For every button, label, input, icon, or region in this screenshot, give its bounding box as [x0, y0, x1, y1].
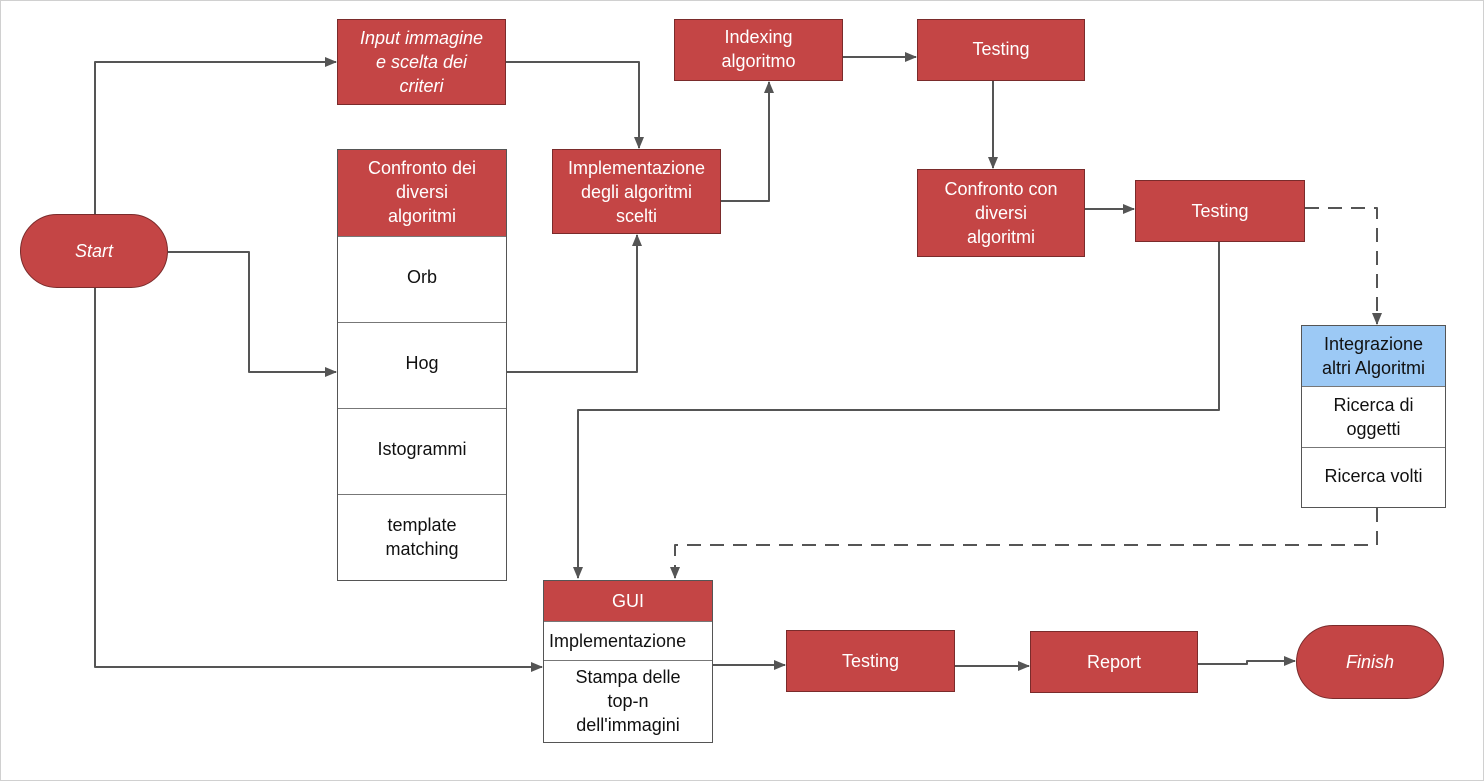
- edge-testing-2-to-integrazione: [1305, 207, 1382, 325]
- implementazione-node[interactable]: Implementazione degli algoritmi scelti: [552, 149, 721, 234]
- start-node[interactable]: Start: [20, 214, 168, 288]
- edge-start-to-gui: [94, 288, 543, 672]
- edge-hog-to-implementazione: [506, 234, 642, 373]
- testing-node-2[interactable]: Testing: [1135, 180, 1305, 242]
- confronto-con-node[interactable]: Confronto con diversi algoritmi: [917, 169, 1085, 257]
- edge-start-to-hog: [168, 251, 337, 377]
- feature-row-ricerca-oggetti[interactable]: Ricerca di oggetti: [1302, 387, 1445, 448]
- edge-integrazione-to-gui: [670, 508, 1378, 579]
- algorithm-row-istogrammi[interactable]: Istogrammi: [338, 409, 506, 495]
- gui-row-stampa-top-n[interactable]: Stampa delle top-n dell'immagini: [575, 667, 681, 735]
- input-immagine-node[interactable]: Input immagine e scelta dei criteri: [337, 19, 506, 105]
- algorithm-row-hog[interactable]: Hog: [338, 323, 506, 409]
- gui-table[interactable]: GUI Implementazione Stampa delle top-n d…: [543, 580, 713, 743]
- testing-node-3[interactable]: Testing: [786, 630, 955, 692]
- integrazione-algoritmi-table[interactable]: Integrazione altri Algoritmi Ricerca di …: [1301, 325, 1446, 508]
- integrazione-algoritmi-header: Integrazione altri Algoritmi: [1302, 326, 1445, 387]
- gui-header: GUI: [544, 581, 712, 622]
- gui-row-implementazione[interactable]: Implementazione: [544, 622, 712, 661]
- edge-testing-2-to-gui: [573, 242, 1220, 579]
- confronto-algoritmi-header: Confronto dei diversi algoritmi: [338, 150, 506, 237]
- edge-start-to-input: [94, 57, 337, 214]
- confronto-algoritmi-table[interactable]: Confronto dei diversi algoritmi Orb Hog …: [337, 149, 507, 581]
- algorithm-row-template-matching[interactable]: template matching: [385, 515, 459, 559]
- edge-implementazione-to-indexing: [721, 81, 774, 202]
- edge-report-to-finish: [1198, 656, 1296, 666]
- feature-row-ricerca-volti[interactable]: Ricerca volti: [1324, 466, 1423, 486]
- algorithm-row-orb[interactable]: Orb: [338, 237, 506, 323]
- indexing-algoritmo-node[interactable]: Indexing algoritmo: [674, 19, 843, 81]
- report-node[interactable]: Report: [1030, 631, 1198, 693]
- edge-input-to-implementazione: [506, 61, 644, 149]
- finish-node[interactable]: Finish: [1296, 625, 1444, 699]
- testing-node-1[interactable]: Testing: [917, 19, 1085, 81]
